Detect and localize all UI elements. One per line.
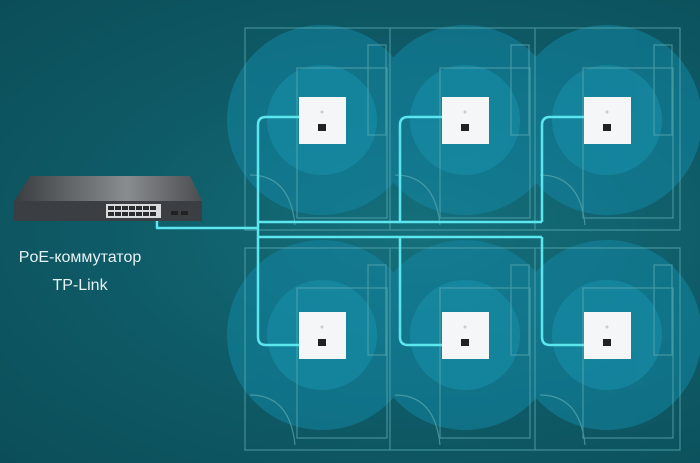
access-point [442, 312, 489, 359]
switch-caption-line2: TP-Link [52, 277, 108, 294]
access-point [584, 97, 631, 144]
switch-caption-line1: PoE-коммутатор [18, 249, 142, 266]
access-point [584, 312, 631, 359]
access-point [442, 97, 489, 144]
poe-switch [14, 176, 202, 221]
access-point [299, 97, 346, 144]
floorplan [244, 27, 681, 451]
access-points [299, 97, 631, 359]
ethernet-cables [155, 115, 585, 347]
access-point [299, 312, 346, 359]
